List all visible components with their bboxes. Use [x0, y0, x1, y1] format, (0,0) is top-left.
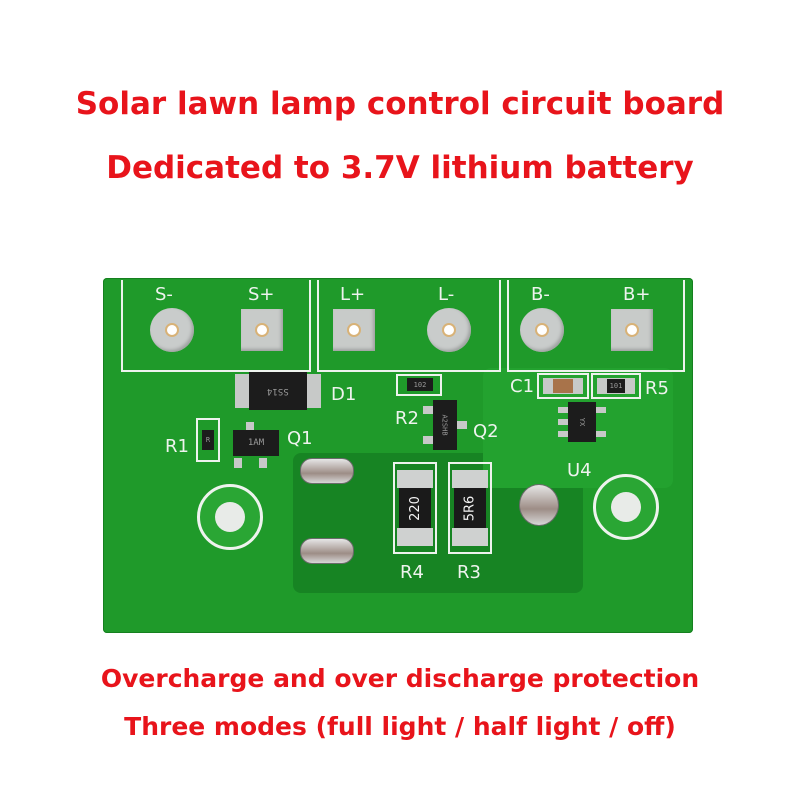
- label-c1: C1: [510, 376, 535, 397]
- solder-joint: [300, 458, 354, 484]
- terminal-block-lamp: [317, 280, 501, 372]
- solder-pad-b-minus: [520, 308, 564, 352]
- capacitor-c1: [553, 379, 573, 393]
- feature-line-1: Overcharge and over discharge protection: [100, 664, 700, 693]
- mounting-hole-left: [197, 484, 263, 550]
- solder-pad-b-plus: [611, 309, 653, 351]
- transistor-q2: A2SHB: [433, 400, 457, 450]
- mounting-hole-right: [593, 474, 659, 540]
- terminal-label-b-minus: B-: [531, 284, 550, 305]
- label-u4: U4: [567, 460, 592, 481]
- terminal-block-battery: [507, 280, 685, 372]
- label-r4: R4: [400, 562, 424, 583]
- resistor-r1: R: [202, 430, 214, 450]
- terminal-label-s-minus: S-: [155, 284, 173, 305]
- resistor-r3: 5R6: [452, 470, 488, 546]
- label-r1: R1: [165, 436, 189, 457]
- feature-line-2: Three modes (full light / half light / o…: [124, 712, 676, 741]
- terminal-label-s-plus: S+: [248, 284, 275, 305]
- label-d1: D1: [331, 384, 357, 405]
- terminal-label-l-minus: L-: [438, 284, 455, 305]
- label-r3: R3: [457, 562, 481, 583]
- circuit-board-photo: S- S+ L+ L- B- B+ SS14 D1 102 R2 A2SHB Q…: [103, 278, 693, 633]
- label-r5: R5: [645, 378, 669, 399]
- transistor-q1: 1AM: [233, 430, 279, 456]
- label-q2: Q2: [473, 421, 499, 442]
- solder-joint: [519, 484, 559, 526]
- solder-pad-s-minus: [150, 308, 194, 352]
- title-line-2: Dedicated to 3.7V lithium battery: [106, 150, 694, 186]
- label-q1: Q1: [287, 428, 313, 449]
- resistor-r4: 220: [397, 470, 433, 546]
- title-line-1: Solar lawn lamp control circuit board: [75, 86, 725, 122]
- solder-pad-l-plus: [333, 309, 375, 351]
- resistor-r2: 102: [407, 378, 433, 391]
- terminal-label-b-plus: B+: [623, 284, 651, 305]
- solder-pad-l-minus: [427, 308, 471, 352]
- solder-joint: [300, 538, 354, 564]
- resistor-r5: 101: [607, 379, 625, 393]
- terminal-block-solar: [121, 280, 311, 372]
- ic-u4: YX: [568, 402, 596, 442]
- label-r2: R2: [395, 408, 419, 429]
- solder-pad-s-plus: [241, 309, 283, 351]
- diode-d1: SS14: [249, 372, 307, 410]
- terminal-label-l-plus: L+: [340, 284, 366, 305]
